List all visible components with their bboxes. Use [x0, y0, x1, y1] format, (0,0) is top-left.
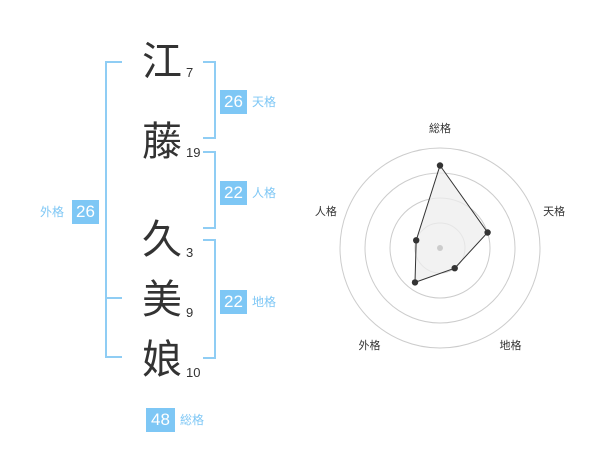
radar-point-4 [411, 279, 419, 286]
tenkaku-bracket [203, 61, 216, 139]
jinkaku-label: 人格 [252, 186, 277, 200]
name-character-3: 久 [142, 217, 182, 263]
gaikaku-bracket-tick [105, 297, 122, 299]
chikaku-bracket [203, 239, 216, 359]
name-character-2: 藤 [142, 119, 182, 165]
radar-center-dot [437, 245, 443, 251]
gaikaku-value-badge: 26 [72, 200, 99, 224]
jinkaku-bracket [203, 151, 216, 229]
gaikaku-bracket [105, 61, 122, 358]
radar-data-points [411, 162, 491, 286]
tenkaku-value-badge: 26 [220, 90, 247, 114]
name-character-1: 江 [142, 39, 182, 85]
name-character-5: 娘 [142, 337, 182, 383]
radar-axis-label-1: 総格 [429, 121, 451, 135]
soukaku-label: 総格 [180, 413, 205, 427]
radar-ring [339, 147, 541, 349]
radar-axis-label-4: 外格 [359, 338, 381, 352]
name-character-4: 美 [142, 277, 182, 323]
radar-point-3 [451, 265, 458, 272]
tenkaku-label: 天格 [252, 95, 277, 109]
stroke-count-2: 19 [186, 145, 201, 160]
radar-point-5 [413, 237, 420, 244]
radar-point-2 [484, 229, 491, 236]
chikaku-label: 地格 [252, 295, 277, 309]
stroke-count-1: 7 [186, 65, 194, 80]
radar-axis-label-2: 天格 [543, 204, 565, 218]
stroke-count-5: 10 [186, 365, 201, 380]
jinkaku-value-badge: 22 [220, 181, 247, 205]
radar-data-polygon [414, 164, 489, 284]
radar-axis-label-3: 地格 [500, 338, 522, 352]
stroke-count-4: 9 [186, 305, 194, 320]
soukaku-value-badge: 48 [146, 408, 175, 432]
gaikaku-label: 外格 [40, 205, 65, 219]
stroke-count-3: 3 [186, 245, 194, 260]
radar-point-1 [436, 162, 444, 169]
chikaku-value-badge: 22 [220, 290, 247, 314]
radar-axis-label-5: 人格 [315, 204, 337, 218]
